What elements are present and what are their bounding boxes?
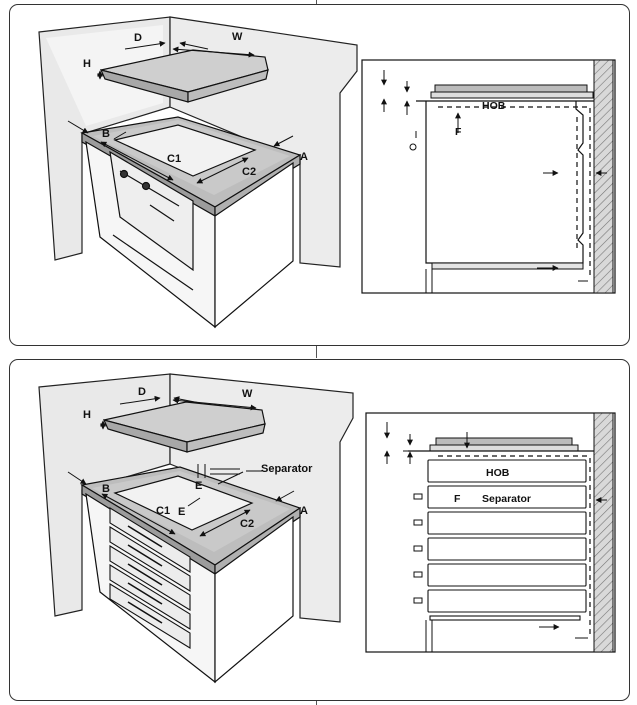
label-c1: C1: [156, 505, 170, 517]
label-a: A: [300, 505, 308, 517]
label-w: W: [242, 388, 253, 400]
hob-dimensions: [97, 40, 255, 80]
section-label-hob: HOB: [486, 467, 510, 479]
hob-over-oven-panel: D W H B A C1 C2: [9, 4, 630, 346]
label-c2: C2: [240, 518, 254, 530]
label-separator: Separator: [261, 463, 313, 475]
center-tick-bottom: [316, 699, 317, 705]
label-d: D: [134, 32, 142, 44]
base-cabinet: [80, 116, 302, 329]
hob-unit: [102, 401, 266, 453]
center-tick-middle: [316, 346, 317, 358]
label-b: B: [102, 483, 110, 495]
section-label-f: F: [454, 493, 461, 505]
label-a: A: [300, 151, 308, 163]
hob-over-drawers-svg: D W H B A C1: [38, 373, 616, 684]
label-b: B: [102, 128, 110, 140]
label-h: H: [83, 409, 91, 421]
section-view: [361, 59, 616, 294]
section-view: [365, 412, 616, 653]
section-label-separator: Separator: [482, 493, 531, 505]
label-w: W: [232, 31, 243, 43]
hob-unit: [99, 49, 269, 103]
section-label-hob: HOB: [482, 100, 506, 112]
cabinet-dimensions: [67, 120, 294, 184]
hob-over-oven-svg: D W H B A C1 C2: [38, 16, 616, 329]
hob-dimensions: [100, 395, 257, 430]
section-label-f: F: [455, 126, 462, 138]
cabinet-dimensions: [67, 471, 295, 537]
label-c1: C1: [167, 153, 181, 165]
separator-marks: [197, 464, 262, 485]
hob-over-drawers-panel: D W H B A C1: [9, 359, 630, 701]
label-h: H: [83, 58, 91, 70]
label-e-top: E: [195, 480, 202, 492]
label-c2: C2: [242, 166, 256, 178]
label-e-bottom: E: [178, 506, 185, 518]
label-d: D: [138, 386, 146, 398]
